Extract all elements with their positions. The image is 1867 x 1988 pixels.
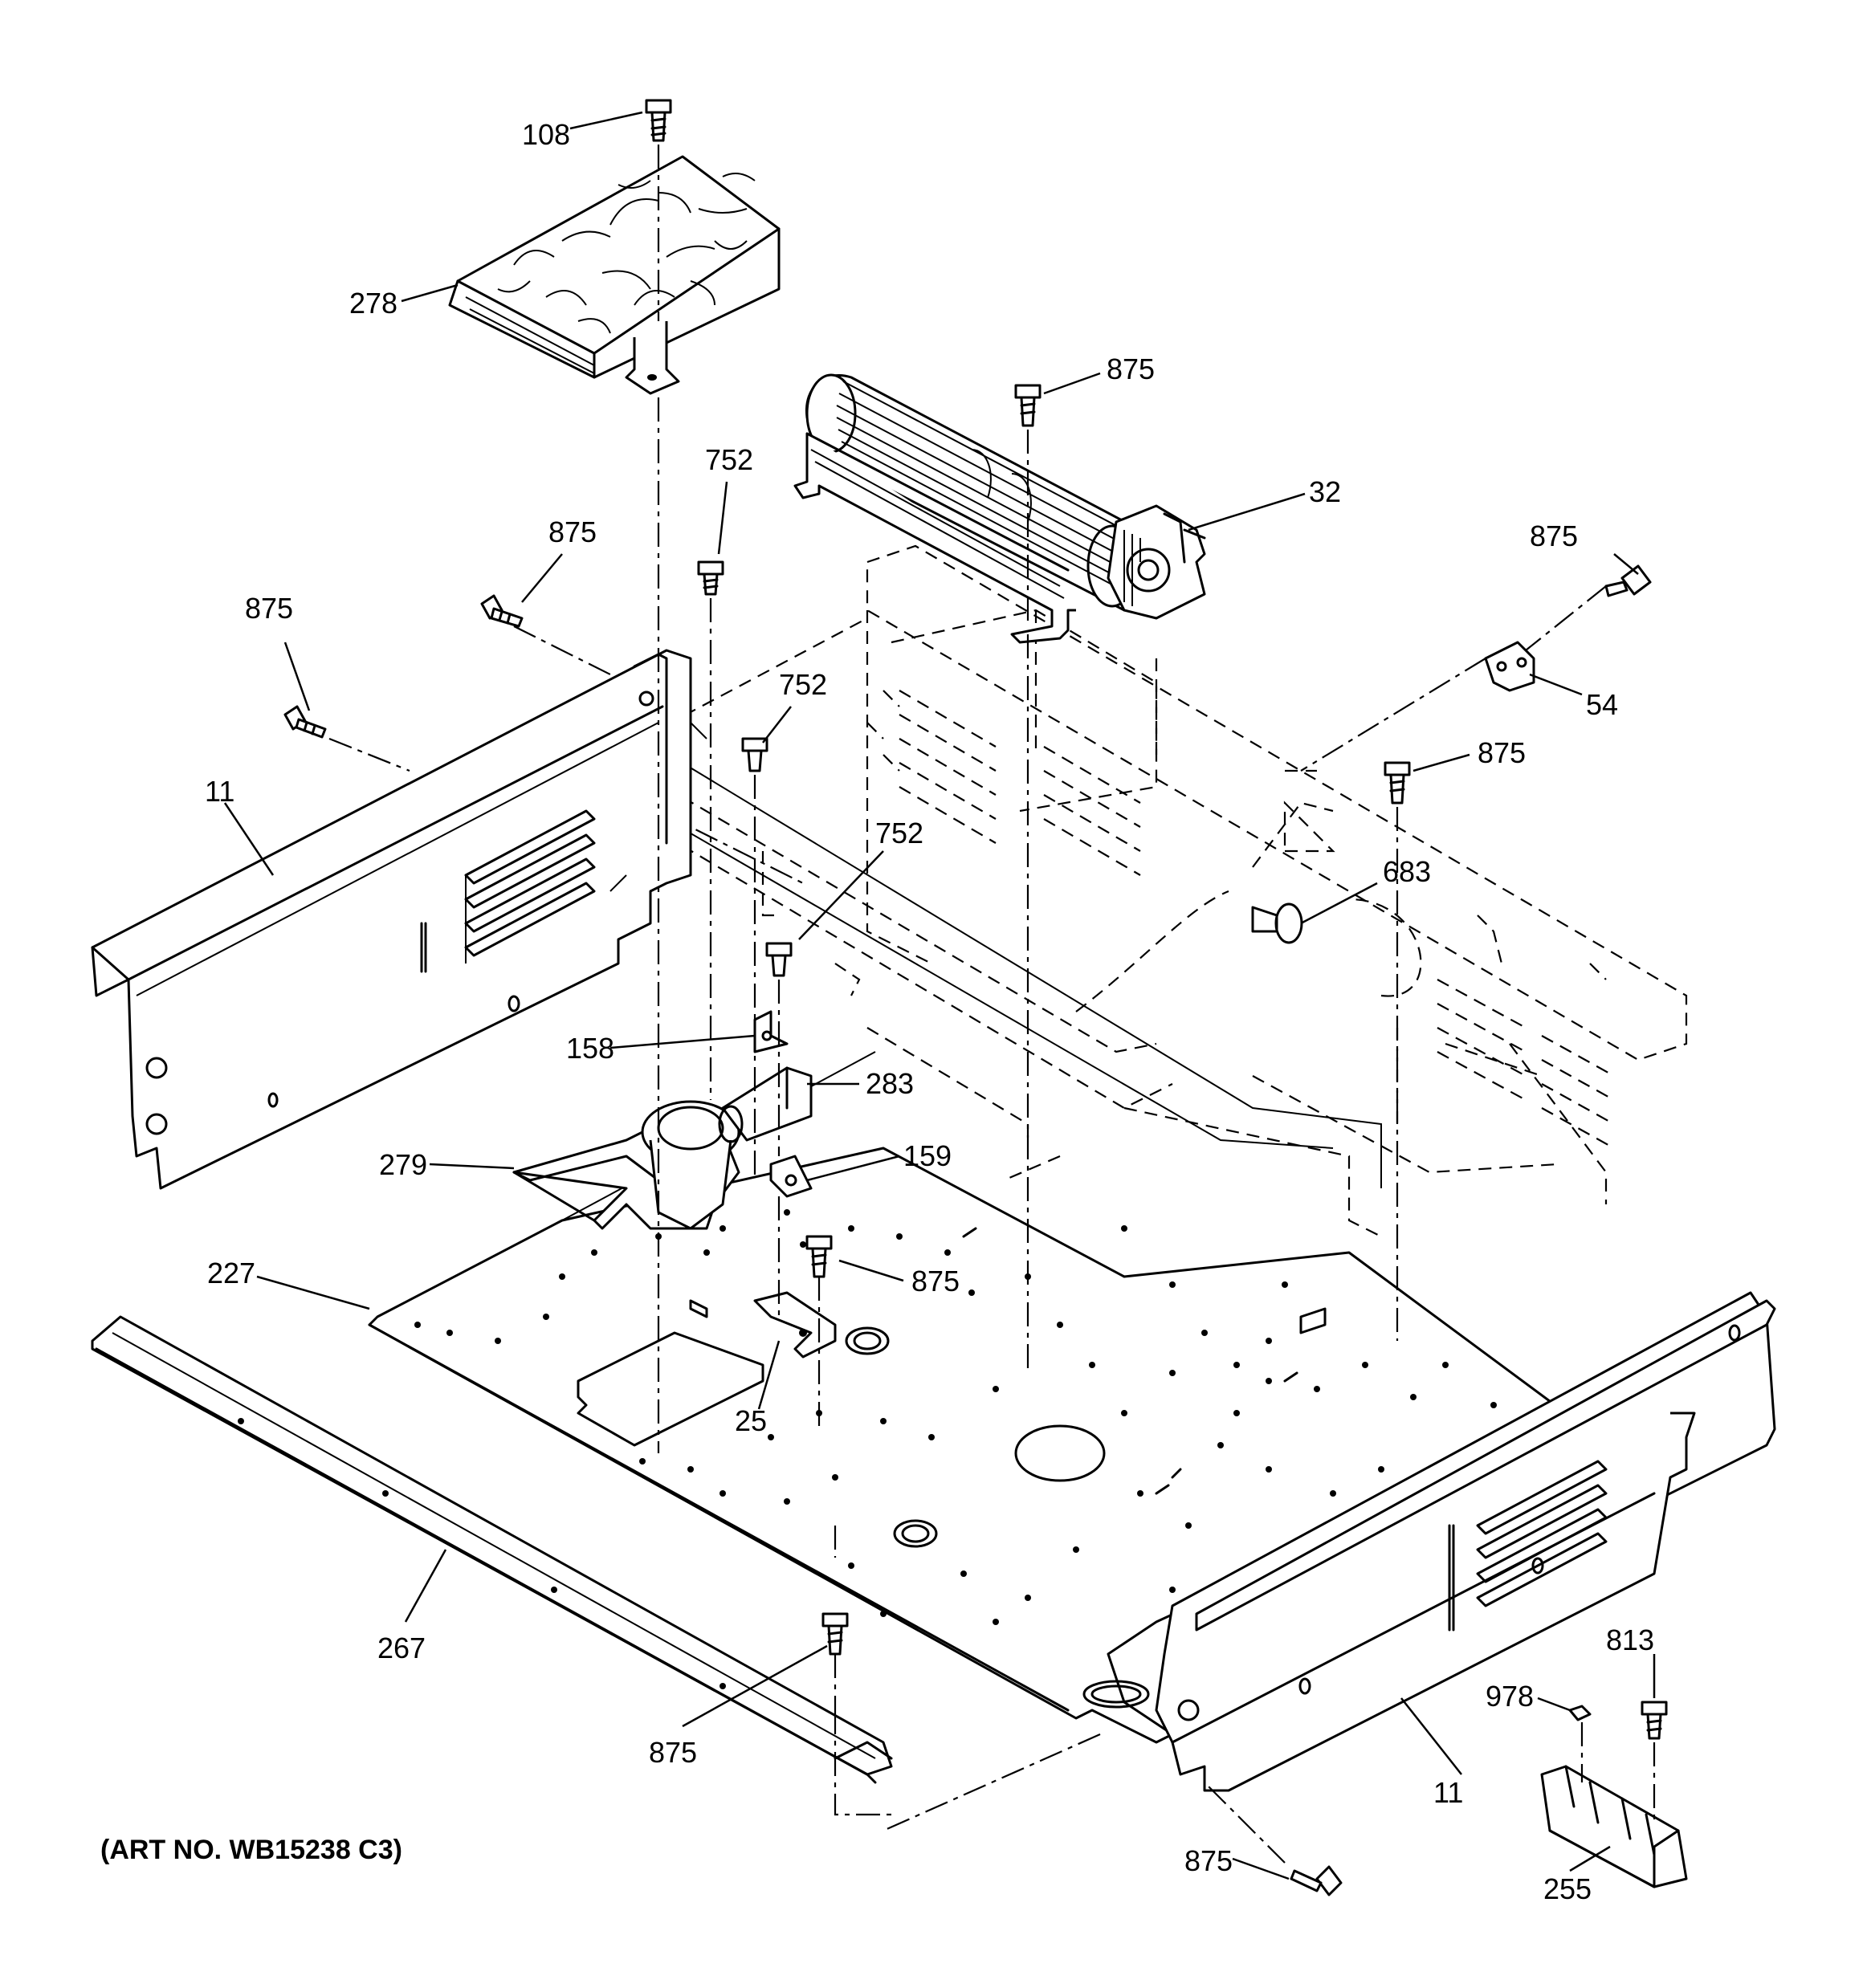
callout-875: 875 (245, 592, 293, 625)
screw-icon (1290, 1865, 1343, 1896)
callout-227: 227 (207, 1257, 255, 1289)
callout-255: 255 (1543, 1872, 1592, 1905)
screw-icon (697, 560, 724, 596)
callout-752: 752 (779, 668, 827, 701)
callout-11: 11 (205, 775, 234, 808)
art-number: (ART NO. WB15238 C3) (100, 1835, 402, 1865)
callout-875: 875 (548, 515, 597, 548)
screw-icon (805, 1235, 833, 1278)
alignment-lines (328, 145, 1656, 1864)
bracket-25 (753, 1291, 837, 1359)
plate-holes (414, 1209, 1497, 1625)
screw-icon (1604, 564, 1652, 597)
screw-icon (283, 705, 327, 739)
callout-875: 875 (1478, 736, 1526, 769)
callout-279: 279 (379, 1148, 427, 1181)
callout-752: 752 (875, 817, 923, 849)
air-duct-279-283 (512, 1066, 813, 1230)
callout-54: 54 (1586, 688, 1618, 721)
callout-158: 158 (566, 1032, 614, 1065)
callout-978: 978 (1486, 1680, 1534, 1713)
terminal-block-255 (1540, 1765, 1688, 1888)
screw-icon (1641, 1701, 1668, 1740)
screw-icon (765, 942, 793, 977)
callout-25: 25 (735, 1404, 767, 1437)
side-panel-11-left (91, 649, 692, 1190)
screw-icon (1014, 384, 1042, 427)
convection-fan-32 (793, 373, 1206, 644)
callout-875: 875 (911, 1265, 960, 1297)
bracket-159 (769, 1155, 813, 1198)
screw-icon (645, 99, 672, 142)
callout-813: 813 (1606, 1623, 1654, 1656)
callout-752: 752 (705, 443, 753, 476)
screw-icon (1384, 761, 1411, 805)
thermostat-683 (1251, 902, 1303, 944)
screw-icon (821, 1612, 849, 1656)
callout-11: 11 (1433, 1776, 1463, 1809)
callout-283: 283 (866, 1067, 914, 1100)
callout-278: 278 (349, 287, 397, 320)
callout-875: 875 (1184, 1844, 1233, 1877)
callout-159: 159 (903, 1139, 952, 1172)
hidden-frame (609, 544, 1688, 1237)
insulation-cover-278 (448, 155, 781, 395)
clip-54 (1484, 641, 1535, 692)
base-plate-227 (368, 1051, 1576, 1744)
callout-875: 875 (1530, 519, 1578, 552)
callout-labels: 108 278 875 752 32 875 875 875 54 752 87… (205, 118, 1654, 1905)
nut-978 (1568, 1705, 1592, 1721)
leader-lines (223, 111, 1656, 1880)
callout-108: 108 (522, 118, 570, 151)
callout-683: 683 (1383, 855, 1431, 888)
front-trim-267 (91, 1315, 893, 1784)
side-panel-11-right (1155, 1291, 1776, 1792)
screw-icon (480, 594, 524, 628)
callout-267: 267 (377, 1632, 426, 1664)
callout-32: 32 (1309, 475, 1341, 508)
screws (283, 99, 1668, 1896)
callout-875: 875 (649, 1736, 697, 1769)
screw-icon (741, 737, 768, 772)
callout-875: 875 (1107, 352, 1155, 385)
bracket-158 (753, 1010, 789, 1053)
